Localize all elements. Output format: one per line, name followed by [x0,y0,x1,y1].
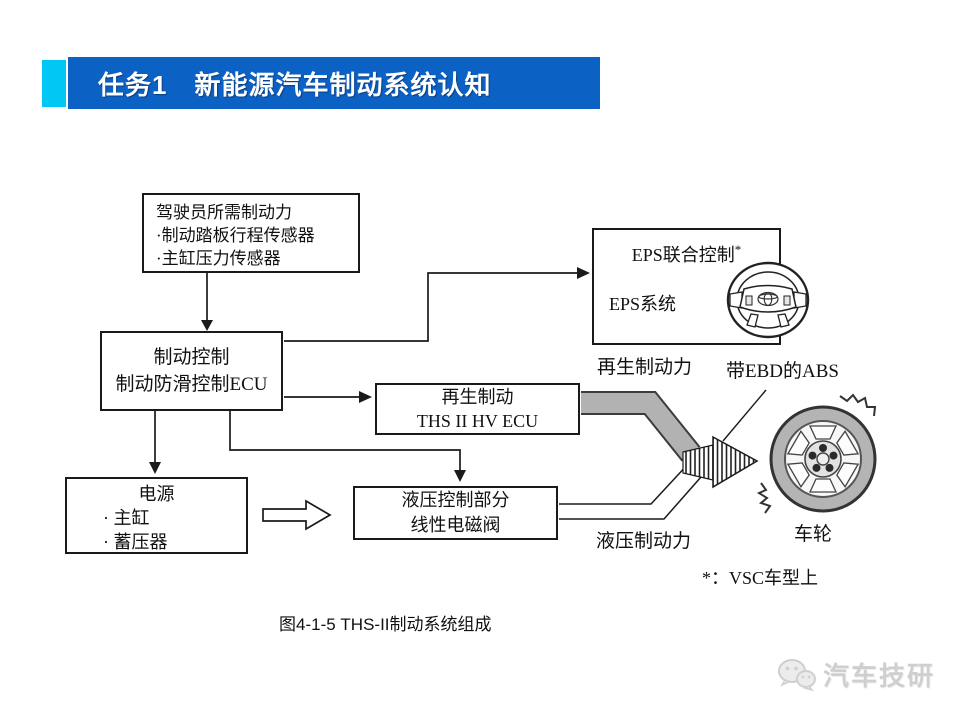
slide-title: 任务1 新能源汽车制动系统认知 [98,69,492,100]
slide-title-bar: 任务1 新能源汽车制动系统认知 [68,57,600,109]
box-line: 液压控制部分 [401,490,510,510]
label-hydraulic-brake-force: 液压制动力 [596,531,692,552]
box-line: 再生制动 [441,387,514,407]
connector-ecu-to-eps [284,267,590,342]
combined-force-arrow [682,435,759,489]
box-driver-brake-demand: 驾驶员所需制动力 ·制动踏板行程传感器 ·主缸压力传感器 [142,193,360,273]
box-brake-control-ecu: 制动控制 制动防滑控制ECU [100,331,283,411]
connector-driver-to-ecu [201,273,213,331]
label-abs-with-ebd: 带EBD的ABS [726,361,839,382]
hydraulic-force-lines [559,462,702,520]
box-line: · 主缸 [103,508,150,528]
box-line: ·主缸压力传感器 [156,249,281,268]
box-power-supply: 电源 · 主缸 · 蓄压器 [65,477,248,554]
connector-ecu-to-regen [284,391,372,403]
box-line: 制动防滑控制ECU [115,374,268,395]
eps-title: EPS联合控制* [594,241,779,267]
label-vsc-footnote: *：VSC车型上 [702,568,819,588]
connector-ecu-to-power [149,411,161,474]
box-hydraulic-control: 液压控制部分 线性电磁阀 [353,486,558,540]
eps-system-label: EPS系统 [609,294,677,314]
box-line: THS II HV ECU [416,411,539,431]
box-line: ·制动踏板行程传感器 [156,226,315,245]
eps-title-text: EPS联合控制 [631,245,735,265]
abs-leader-line [722,389,767,442]
regen-force-band [581,391,701,462]
block-arrow-power-to-hydraulic [262,499,332,531]
box-eps-control: EPS联合控制* EPS系统 [592,228,781,345]
skid-mark-icon [756,393,877,514]
box-line: 驾驶员所需制动力 [156,203,292,222]
box-line: 电源 [138,484,175,504]
box-line: · 蓄压器 [103,532,168,552]
wheel-icon [756,393,877,514]
wechat-icon [778,658,816,691]
label-regen-brake-force: 再生制动力 [597,357,693,378]
label-wheel: 车轮 [794,524,833,545]
figure-caption: 图4-1-5 THS-II制动系统组成 [279,615,492,634]
brand-name: 汽车技研 [823,661,936,691]
header-accent-square [42,60,66,107]
box-line: 线性电磁阀 [410,515,501,535]
eps-footnote-mark: * [734,242,742,257]
box-regenerative-braking-ecu: 再生制动 THS II HV ECU [375,383,580,435]
watermark: 汽车技研 [776,656,935,693]
box-line: 制动控制 [153,347,230,368]
